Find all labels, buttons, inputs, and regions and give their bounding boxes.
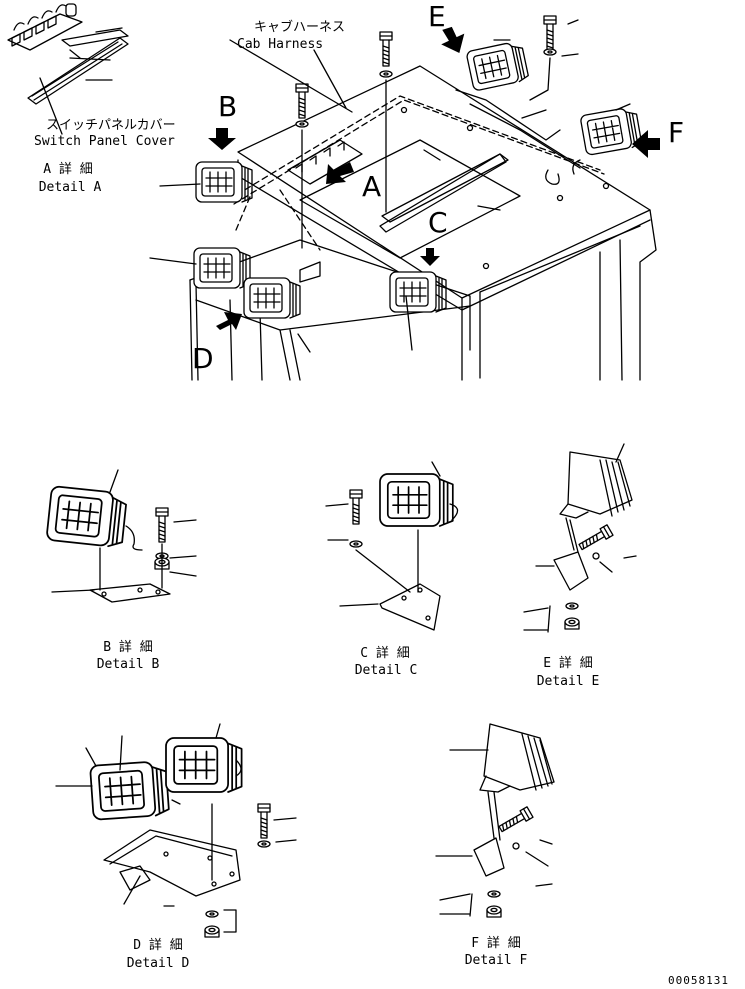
detail-f-drawing	[435, 723, 555, 918]
work-lamp-front-left-lower	[193, 247, 251, 289]
work-lamp-front-left-upper	[195, 161, 253, 203]
detail-e-label-jp: E 詳 細	[543, 656, 593, 671]
detail-c-drawing	[325, 461, 459, 631]
washer-main-1	[379, 70, 393, 78]
view-letter-a: A	[362, 170, 382, 203]
cab-harness-label-jp: キャブハーネス	[254, 20, 346, 35]
detail-f-label-jp: F 詳 細	[471, 936, 521, 951]
detail-d-label-jp: D 詳 細	[133, 938, 183, 953]
detail-d-label-en: Detail D	[126, 956, 190, 971]
work-lamp-front-right	[389, 271, 447, 313]
detail-c-label-jp: C 詳 細	[360, 646, 410, 661]
washer-main-2	[295, 120, 309, 128]
detail-e-drawing	[523, 443, 637, 633]
bolt-main-1	[379, 31, 393, 67]
detail-b-label-en: Detail B	[96, 657, 160, 672]
switch-panel-label-en: Switch Panel Cover	[34, 134, 175, 149]
detail-a-label-en: Detail A	[38, 180, 102, 195]
work-lamp-rear-f	[579, 105, 643, 157]
detail-b-label-jp: B 詳 細	[103, 640, 153, 655]
work-lamp-rear-e	[465, 39, 530, 92]
washer-main-3	[543, 48, 557, 56]
view-letter-d: D	[192, 342, 214, 375]
view-letter-f: F	[668, 116, 685, 149]
bolt-main-2	[295, 83, 309, 119]
cab-roof-assembly	[189, 65, 657, 381]
detail-d-drawing	[55, 723, 297, 938]
switch-panel-cover	[7, 3, 129, 135]
detail-e-label-en: Detail E	[536, 674, 600, 689]
bolt-main-3	[543, 15, 557, 51]
work-lamp-front-center	[243, 277, 301, 319]
cab-harness-label-en: Cab Harness	[237, 37, 324, 52]
detail-a-label-jp: A 詳 細	[43, 162, 93, 177]
view-letter-b: B	[218, 90, 238, 123]
switch-panel-label-jp: スイッチパネルカバー	[46, 118, 176, 133]
view-letter-c: C	[428, 206, 448, 239]
detail-c-label-en: Detail C	[354, 663, 418, 678]
detail-f-label-en: Detail F	[464, 953, 528, 968]
detail-b-drawing	[45, 469, 197, 603]
view-letter-e: E	[428, 0, 446, 33]
drawing-number: 00058131	[668, 974, 729, 987]
view-arrows	[208, 26, 660, 330]
